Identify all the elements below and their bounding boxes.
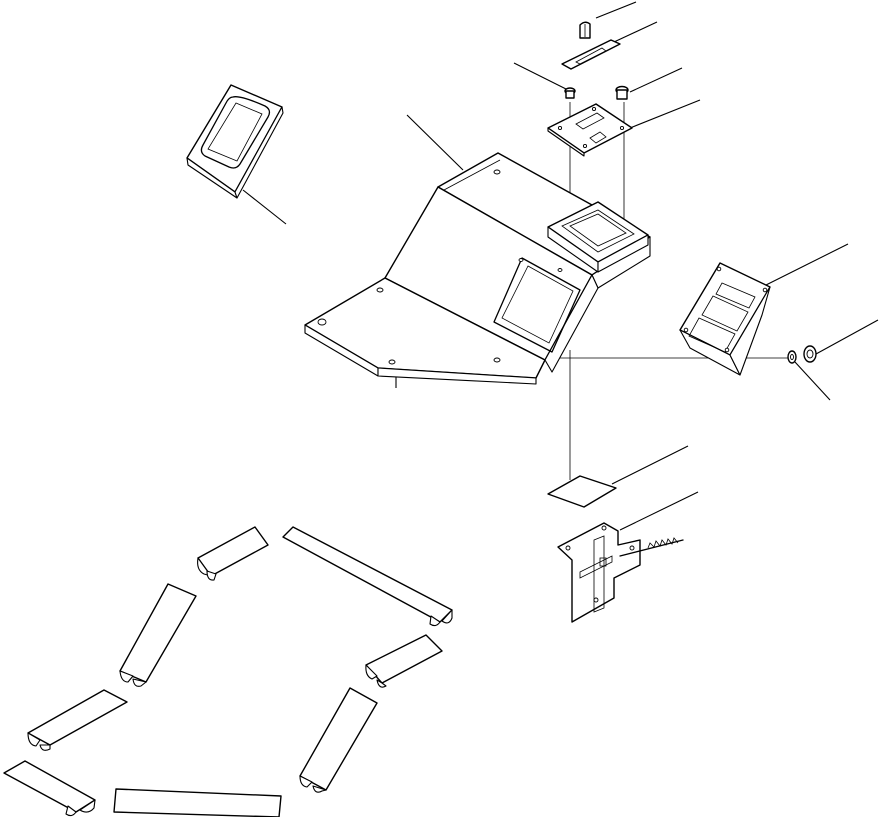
console-hole [493,357,501,363]
cushion-pad [299,687,378,793]
leader-cover-sheet [611,445,689,485]
console-hole [317,318,327,326]
leader-nut [815,319,879,355]
display-monitor [186,84,284,199]
leader-monitor [242,189,287,225]
cushion-pad [113,788,282,817]
label-plate [561,39,621,70]
washer [787,350,797,364]
leader-console [406,114,464,171]
cushion-pad [119,583,197,687]
screw-right [615,85,629,100]
relay-box [679,262,771,376]
nut [803,345,817,363]
cushion-pad [3,760,96,817]
mounting-bracket [557,522,684,623]
cover-sheet [547,475,617,508]
console-hole [388,359,396,365]
switch-housing [547,201,649,273]
leader-relay-box [765,243,849,286]
cushion-pad [365,634,443,688]
cushion-pad [27,689,128,751]
leader-screw-left [513,62,567,90]
leader-washer [794,361,831,401]
cushion-pads [3,526,453,817]
leader-lines [242,1,879,531]
console-hole [557,268,563,272]
console-hole [493,169,501,175]
switch-knob [579,21,591,39]
switch-plate [547,103,633,157]
cushion-pad [282,526,453,627]
meter-panel-console [304,152,651,385]
leader-knob [595,1,637,19]
console-hole [518,258,524,262]
leader-label-plate [613,21,658,43]
leader-screw-right [629,67,683,93]
leader-switch-plate [629,99,701,129]
screw-left [564,87,576,99]
console-hole [376,287,384,293]
leader-bracket [619,491,699,531]
cushion-pad [197,526,269,581]
